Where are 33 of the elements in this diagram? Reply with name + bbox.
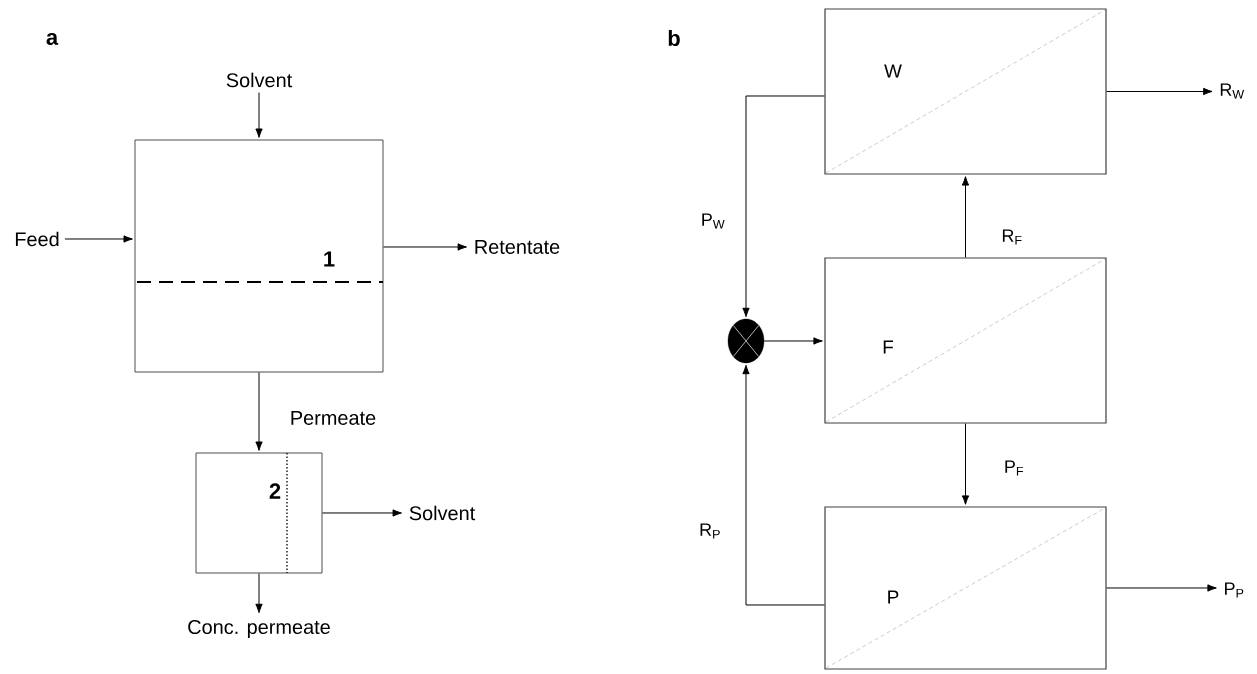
- stream-label: Solvent: [226, 72, 293, 88]
- panel-letter: a: [46, 33, 59, 45]
- arrow: [742, 95, 825, 318]
- stream-label: Solvent: [409, 505, 476, 521]
- stream-label: P$_{P}$: [1225, 582, 1244, 598]
- stream-label: Feed: [15, 231, 59, 247]
- edge-label: R$_{F}$: [1000, 228, 1024, 246]
- arrow: [383, 243, 467, 251]
- arrow: [763, 337, 823, 345]
- edge-label: P$_{F}$: [1002, 459, 1026, 477]
- mixer-symbol: [727, 318, 765, 364]
- arrow: [1106, 584, 1217, 592]
- arrow: [961, 176, 970, 258]
- edge-label: R$_{P}$: [698, 522, 722, 540]
- arrow: [742, 364, 825, 606]
- edge-label: P$_{W}$: [699, 212, 727, 230]
- membrane-module: W: [824, 8, 1107, 175]
- arrow: [64, 235, 133, 243]
- arrow: [255, 372, 263, 451]
- membrane-module: 2: [195, 452, 323, 574]
- stream-label: R$_{W}$: [1220, 83, 1245, 99]
- membrane-module: F: [824, 257, 1107, 424]
- stream-label: Retentate: [475, 240, 560, 254]
- arrow: [255, 92, 263, 138]
- edge-label: Permeate: [288, 410, 378, 426]
- panel-letter: b: [668, 29, 680, 47]
- stream-label: Conc. permeate: [188, 619, 330, 638]
- membrane-module: P: [824, 506, 1107, 670]
- arrow: [961, 423, 970, 505]
- arrow: [255, 573, 263, 614]
- arrow: [322, 509, 402, 517]
- membrane-module: 1: [134, 139, 384, 373]
- arrow: [1106, 87, 1213, 96]
